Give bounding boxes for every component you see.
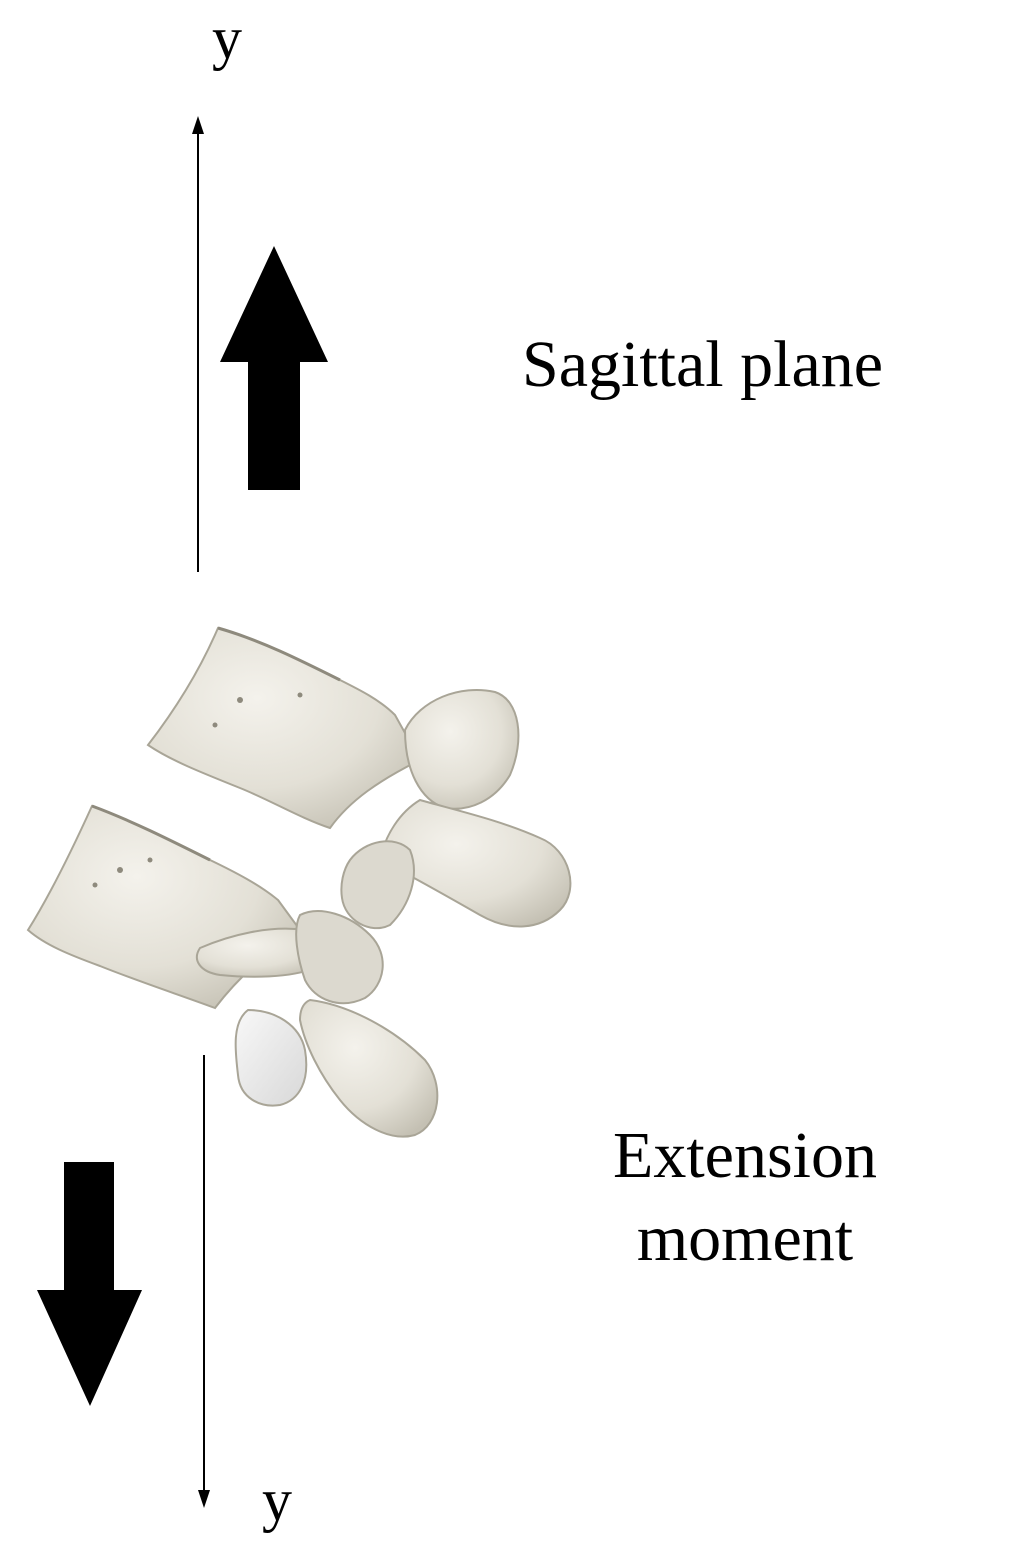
plane-label: Sagittal plane xyxy=(522,328,884,401)
lower-vertebra xyxy=(26,804,439,1138)
axis-arrowhead-down xyxy=(198,1490,210,1508)
vertebrae-illustration xyxy=(26,626,572,1138)
arrow-up-icon xyxy=(220,246,328,490)
arrow-down-icon xyxy=(37,1162,142,1406)
axis-arrowhead-up xyxy=(192,116,204,134)
upper-vertebra xyxy=(146,626,572,930)
y-axis-upper xyxy=(192,116,204,572)
axis-label-bottom: y xyxy=(262,1467,292,1533)
moment-label-line2: moment xyxy=(636,1201,854,1275)
y-axis-lower xyxy=(198,1055,210,1508)
moment-label: Extension moment xyxy=(560,1115,930,1280)
moment-label-line1: Extension xyxy=(613,1119,877,1192)
axis-label-top: y xyxy=(212,5,242,71)
